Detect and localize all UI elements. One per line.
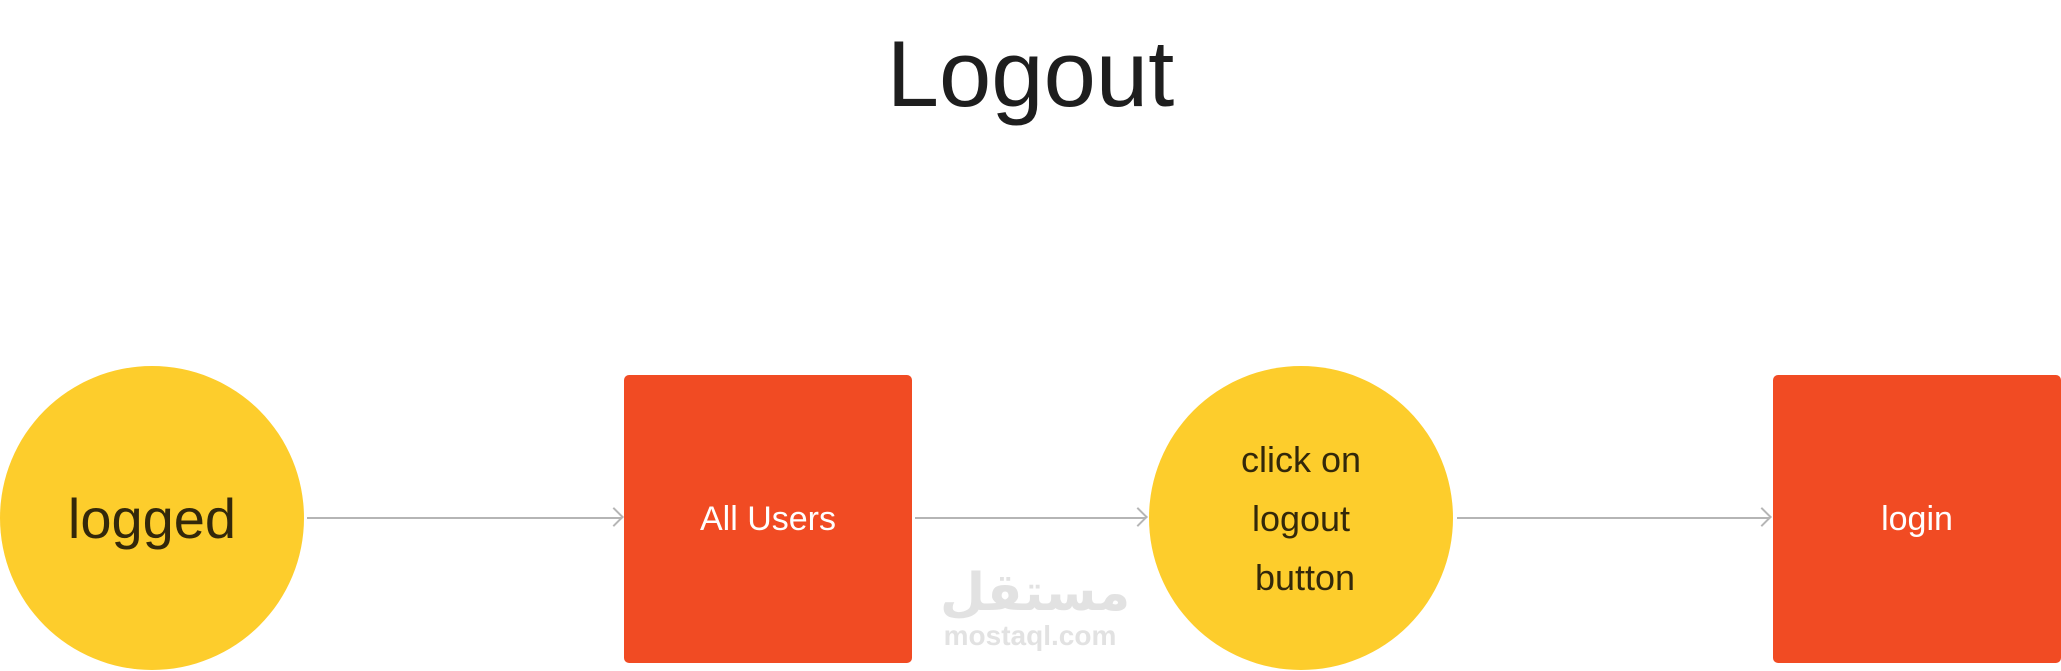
node-all-users: All Users: [624, 375, 912, 663]
node-click-logout: click on logout button: [1149, 366, 1453, 670]
node-login: login: [1773, 375, 2061, 663]
arrow-all-users-to-click-logout: [915, 517, 1146, 519]
node-label-line: logout: [1251, 497, 1351, 539]
node-label-line: button: [1254, 556, 1356, 598]
node-label: All Users: [699, 499, 837, 538]
watermark-arabic: مستقل: [940, 563, 1131, 623]
node-logged: logged: [0, 366, 304, 670]
node-label: login: [1881, 499, 1953, 538]
node-label: logged: [67, 486, 237, 550]
arrow-click-logout-to-login: [1457, 517, 1770, 519]
watermark-latin: mostaql.com: [943, 620, 1117, 651]
arrow-logged-to-all-users: [307, 517, 622, 519]
node-label-line: click on: [1240, 438, 1362, 480]
diagram-title: Logout: [886, 21, 1175, 126]
watermark-logo: مستقل mostaql.com: [940, 563, 1131, 651]
